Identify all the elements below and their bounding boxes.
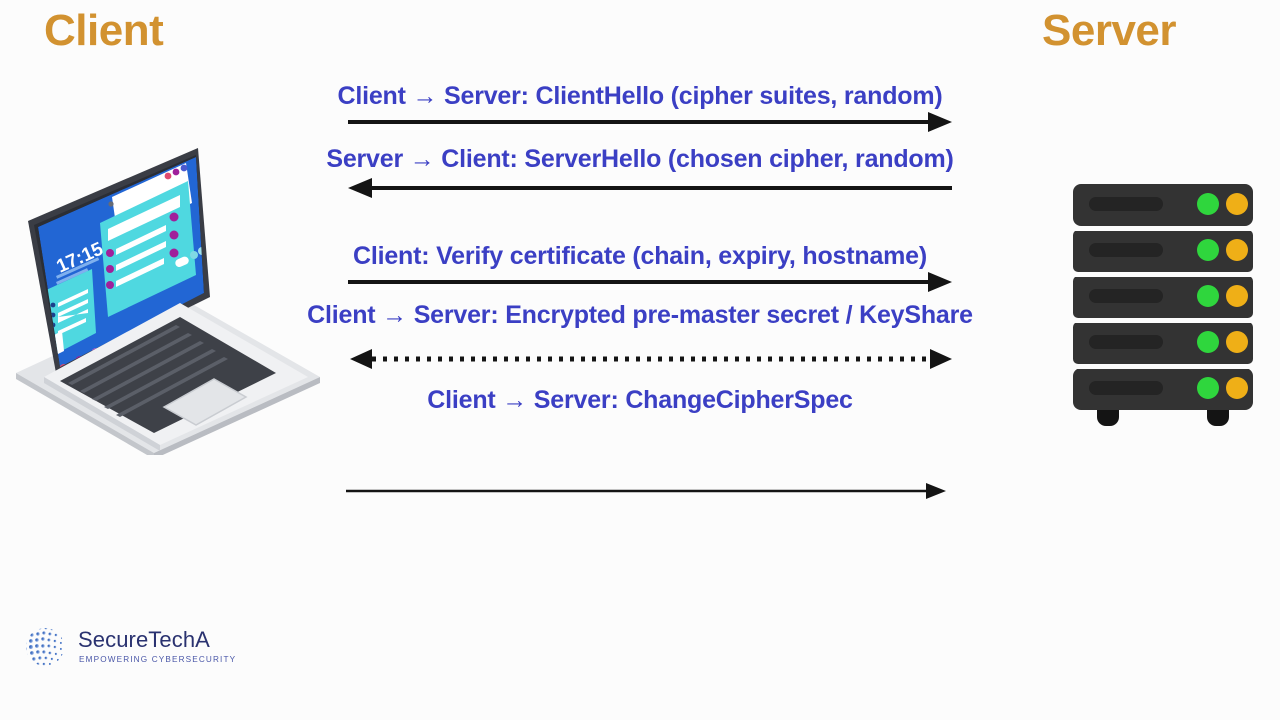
message-arrow-1-right: [348, 110, 952, 134]
message-label-2: Server → Client: ServerHello (chosen cip…: [326, 145, 954, 173]
message-label-1: Client → Server: ClientHello (cipher sui…: [337, 82, 943, 110]
message-arrow-3-right: [348, 270, 952, 294]
client-title: Client: [44, 6, 164, 55]
halftone-globe-icon: [24, 620, 70, 674]
logo-wordmark: SecureTechA EMPOWERING CYBERSECURITY: [78, 629, 236, 664]
message-arrow-2-left: [348, 176, 952, 200]
brand-logo: SecureTechA EMPOWERING CYBERSECURITY: [24, 620, 236, 674]
message-arrow-4-bidirectional-dotted: [350, 347, 952, 371]
logo-tagline: EMPOWERING CYBERSECURITY: [79, 655, 237, 665]
message-label-3: Client: Verify certificate (chain, expir…: [352, 242, 928, 270]
message-arrow-5-right: [346, 479, 946, 503]
logo-name: SecureTechA: [78, 627, 210, 653]
server-rack-illustration: [1065, 178, 1265, 438]
message-label-4: Client → Server: Encrypted pre-master se…: [307, 301, 973, 329]
laptop-illustration: 17:15: [8, 145, 328, 455]
message-label-5: Client → Server: ChangeCipherSpec: [427, 386, 853, 414]
server-title: Server: [1042, 6, 1177, 55]
